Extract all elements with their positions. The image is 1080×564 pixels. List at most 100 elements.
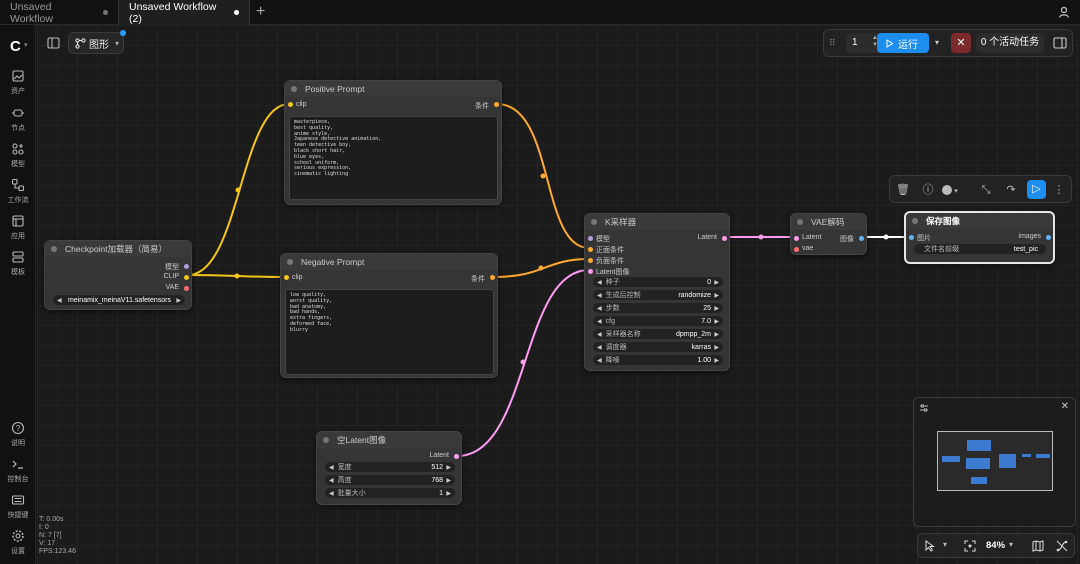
output-dot-images[interactable] [1046,235,1051,240]
minimap-close-icon[interactable]: ✕ [1060,401,1069,412]
info-icon[interactable]: ⓘ [922,184,934,196]
node-vae-decode[interactable]: VAE解码 Latent vae 图像 [790,213,867,255]
arrow-right-icon[interactable]: ▶ [714,292,719,299]
sidebar-item-keyboard[interactable]: 快捷键 [0,493,36,520]
execute-selected-play-icon[interactable]: ▷ [1027,180,1046,199]
arrow-right-icon[interactable]: ▶ [176,297,181,304]
ckpt-name-widget[interactable]: ◀ meinamix_meinaV11.safetensors ▶ [53,295,185,305]
collapse-icon[interactable]: ⤡ [981,184,991,196]
collapse-dot-icon[interactable] [287,259,293,265]
arrow-left-icon[interactable]: ◀ [329,464,334,471]
arrow-left-icon[interactable]: ◀ [597,305,602,312]
sidebar-item-assets[interactable]: 资产 [0,69,36,96]
sidebar-item-help[interactable]: ? 说明 [0,421,36,448]
node-save-image[interactable]: 保存图像 图片 images 文件名前缀 test_pic [904,211,1055,264]
batch-count-input[interactable]: 1 ▲▼ [846,33,882,53]
drag-handle-icon[interactable]: ⠿ [829,38,836,48]
arrow-right-icon[interactable]: ▶ [714,279,719,286]
input-dot-latent[interactable] [588,269,593,274]
tab-unsaved-workflow-2[interactable]: Unsaved Workflow (2) [118,0,250,25]
graph-mode-button[interactable]: 图形 ▾ [68,30,126,54]
input-dot-negative[interactable] [588,258,593,263]
output-dot-image[interactable] [859,236,864,241]
chevron-down-icon[interactable]: ▾ [1009,540,1014,549]
input-dot-positive[interactable] [588,247,593,252]
arrow-left-icon[interactable]: ◀ [329,490,334,497]
filename-prefix-widget[interactable]: 文件名前缀 test_pic [914,244,1046,254]
input-dot-latent[interactable] [794,236,799,241]
input-dot-clip[interactable] [284,275,289,280]
right-panel-toggle-icon[interactable] [1050,33,1070,53]
arrow-left-icon[interactable]: ◀ [597,279,602,286]
input-dot-clip[interactable] [288,102,293,107]
sidebar-item-settings[interactable]: 设置 [0,529,36,556]
minimap[interactable]: ✕ [913,397,1076,527]
panel-toggle-icon[interactable] [45,34,63,52]
output-dot-latent[interactable] [454,454,459,459]
node-title-bar[interactable]: 空Latent图像 [317,432,461,448]
color-picker-icon[interactable]: ▾ [942,182,958,198]
add-tab-plus-icon[interactable]: + [256,3,266,20]
positive-prompt-textarea[interactable]: masterpiece, best quality, anime style, … [289,116,498,200]
node-title-bar[interactable]: Positive Prompt [285,81,501,97]
arrow-left-icon[interactable]: ◀ [597,344,602,351]
sidebar-item-app[interactable]: 应用 [0,214,36,241]
arrow-right-icon[interactable]: ▶ [714,305,719,312]
arrow-left-icon[interactable]: ◀ [597,331,602,338]
chevron-down-icon[interactable]: ▾ [943,540,948,549]
arrow-right-icon[interactable]: ▶ [446,490,451,497]
output-dot-model[interactable] [184,264,189,269]
output-dot-latent[interactable] [722,236,727,241]
user-icon[interactable] [1057,5,1071,19]
sidebar-item-model[interactable]: 模型 [0,142,36,169]
active-jobs-button[interactable]: 0 个活动任务 [976,33,1044,53]
node-checkpoint-loader[interactable]: Checkpoint加载器（简易） 模型 CLIP VAE ◀ meinamix… [44,240,192,310]
tab-unsaved-workflow[interactable]: Unsaved Workflow [0,0,118,25]
sidebar-item-console[interactable]: 控制台 [0,457,36,484]
arrow-left-icon[interactable]: ◀ [597,357,602,364]
node-title-bar[interactable]: Negative Prompt [281,254,497,270]
more-options-icon[interactable]: ⋮ [1053,184,1065,196]
collapse-dot-icon[interactable] [323,437,329,443]
comfy-logo[interactable]: C [10,38,21,55]
sidebar-item-nodes[interactable]: 节点 [0,106,36,133]
arrow-right-icon[interactable]: ▶ [714,318,719,325]
sidebar-item-template[interactable]: 模板 [0,250,36,277]
node-negative-prompt[interactable]: Negative Prompt clip 条件 low quality, wor… [280,253,498,378]
arrow-left-icon[interactable]: ◀ [597,318,602,325]
bypass-icon[interactable]: ↷ [1006,184,1016,196]
output-dot-conditioning[interactable] [490,275,495,280]
arrow-left-icon[interactable]: ◀ [329,477,334,484]
node-title-bar[interactable]: Checkpoint加载器（简易） [45,241,191,257]
arrow-right-icon[interactable]: ▶ [714,344,719,351]
node-canvas[interactable] [37,25,1080,564]
select-pointer-icon[interactable] [924,540,936,552]
zoom-level[interactable]: 84% [986,540,1006,551]
run-options-chevron-icon[interactable]: ▾ [934,38,939,47]
arrow-right-icon[interactable]: ▶ [446,464,451,471]
arrow-right-icon[interactable]: ▶ [446,477,451,484]
collapse-dot-icon[interactable] [912,218,918,224]
stop-button[interactable]: ✕ [951,33,971,53]
negative-prompt-textarea[interactable]: low quality, worst quality, bad anatomy,… [285,289,494,375]
collapse-dot-icon[interactable] [591,219,597,225]
stepper-arrows-icon[interactable]: ▲▼ [872,35,878,48]
delete-trash-icon[interactable]: 🗑 [896,184,910,196]
node-positive-prompt[interactable]: Positive Prompt clip 条件 masterpiece, bes… [284,80,502,205]
fit-view-icon[interactable] [964,540,976,552]
input-dot-model[interactable] [588,236,593,241]
output-dot-conditioning[interactable] [494,102,499,107]
chevron-down-icon[interactable]: ▾ [24,42,28,49]
minimap-toggle-icon[interactable] [1032,540,1044,552]
collapse-dot-icon[interactable] [291,86,297,92]
hide-links-icon[interactable] [1056,540,1068,552]
